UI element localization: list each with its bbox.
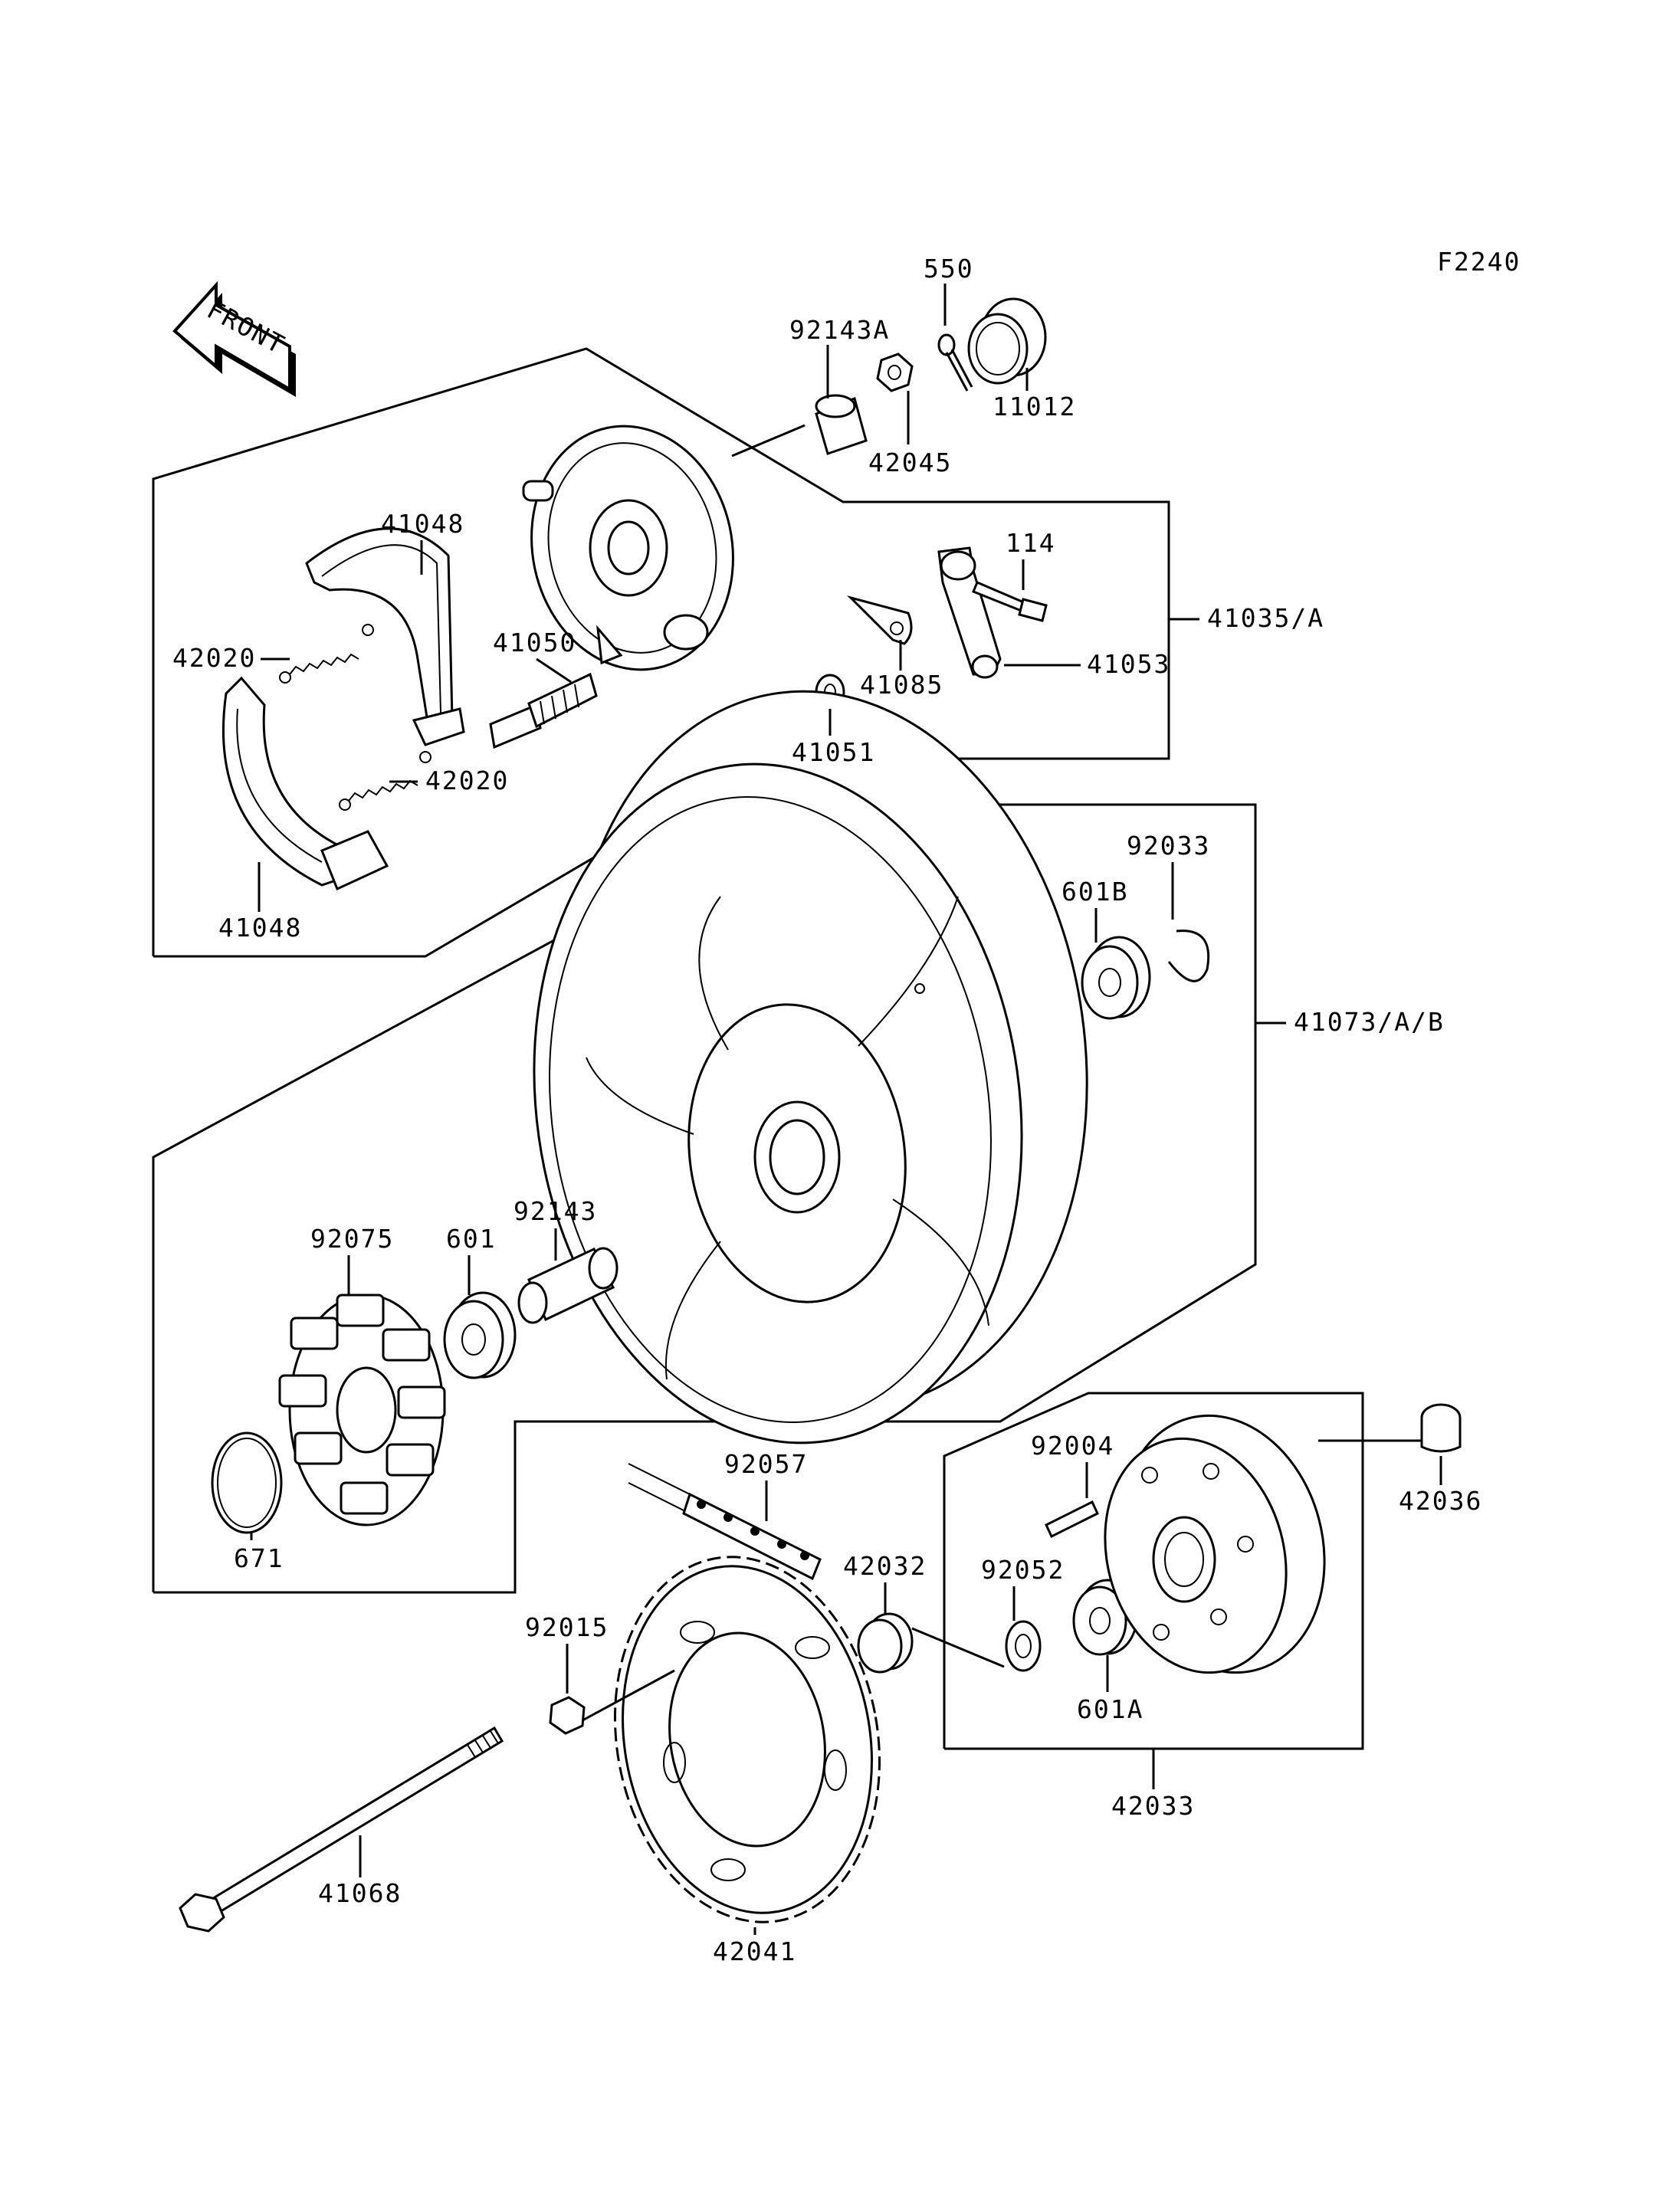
circlip-92033 — [1167, 930, 1210, 982]
drive-chain-92057 — [628, 1463, 822, 1581]
cotter-pin-550 — [937, 333, 973, 392]
label-41073AB: 41073/A/B — [1294, 1007, 1445, 1037]
axle-41068 — [179, 1726, 504, 1933]
wheel-group-outline — [152, 803, 1257, 1594]
return-spring-upper — [279, 624, 374, 684]
brake-panel-plate — [522, 425, 734, 671]
label-42041: 42041 — [713, 1936, 796, 1966]
label-41048-top: 41048 — [381, 509, 464, 539]
figure-code: F2240 — [1437, 247, 1521, 277]
nut-42045 — [876, 353, 914, 392]
seal-92052 — [1005, 1620, 1042, 1672]
brake-shoe-lower — [222, 676, 389, 891]
label-42020-bot: 42020 — [425, 766, 509, 795]
return-spring-lower — [339, 751, 431, 811]
label-601B: 601B — [1061, 877, 1128, 907]
collar-42032 — [857, 1612, 914, 1674]
label-92075: 92075 — [310, 1224, 394, 1254]
label-92052: 92052 — [981, 1555, 1065, 1585]
bearing-601 — [443, 1291, 517, 1379]
label-42033: 42033 — [1111, 1791, 1195, 1821]
label-41053: 41053 — [1087, 649, 1170, 679]
label-92033: 92033 — [1127, 831, 1210, 861]
label-671: 671 — [234, 1543, 284, 1573]
wear-indicator-41085 — [846, 595, 913, 645]
hub-group-outline — [943, 1392, 1364, 1750]
collar-92143A — [815, 394, 868, 455]
label-41085: 41085 — [860, 670, 943, 700]
label-11012: 11012 — [993, 392, 1076, 421]
label-41035A: 41035/A — [1207, 603, 1324, 633]
stud-92004 — [1045, 1500, 1099, 1539]
sprocket-coupling-42033 — [1104, 1414, 1326, 1674]
label-601: 601 — [446, 1224, 497, 1254]
label-92057: 92057 — [724, 1449, 808, 1479]
label-92143A: 92143A — [789, 315, 890, 345]
label-92015: 92015 — [525, 1612, 609, 1642]
label-42032: 42032 — [843, 1551, 927, 1581]
brake-shoe-upper — [305, 527, 465, 746]
o-ring-671 — [211, 1431, 283, 1534]
label-550: 550 — [924, 254, 974, 284]
spacer-92143 — [517, 1247, 619, 1324]
rear-sprocket-42041 — [613, 1556, 881, 1923]
nut-92015 — [549, 1696, 586, 1735]
label-92004: 92004 — [1031, 1431, 1114, 1461]
part-labels: 550 92143A 11012 42045 41048 114 42020 4… — [172, 254, 1482, 1966]
label-42036: 42036 — [1399, 1486, 1482, 1516]
brake-panel-group-outline — [152, 347, 1170, 958]
rear-wheel-rim — [533, 690, 1088, 1444]
label-41050: 41050 — [493, 628, 576, 657]
brake-lever-41053 — [937, 546, 1002, 679]
bolt-114 — [972, 581, 1048, 622]
cap-11012 — [967, 297, 1047, 385]
leader-lines — [250, 284, 1442, 1935]
bearing-601B — [1081, 936, 1151, 1020]
label-601A: 601A — [1077, 1694, 1144, 1724]
label-42020-top: 42020 — [172, 643, 256, 673]
label-42045: 42045 — [868, 448, 952, 477]
label-92143: 92143 — [514, 1196, 597, 1226]
label-41068: 41068 — [318, 1878, 402, 1908]
brake-camshaft — [489, 672, 598, 749]
label-114: 114 — [1006, 528, 1056, 558]
front-arrow-icon: FRONT — [172, 280, 296, 397]
label-41051: 41051 — [792, 737, 875, 767]
collar-42036 — [1420, 1403, 1462, 1453]
label-41048-bot: 41048 — [218, 913, 302, 943]
hub-damper-92075 — [278, 1294, 446, 1526]
